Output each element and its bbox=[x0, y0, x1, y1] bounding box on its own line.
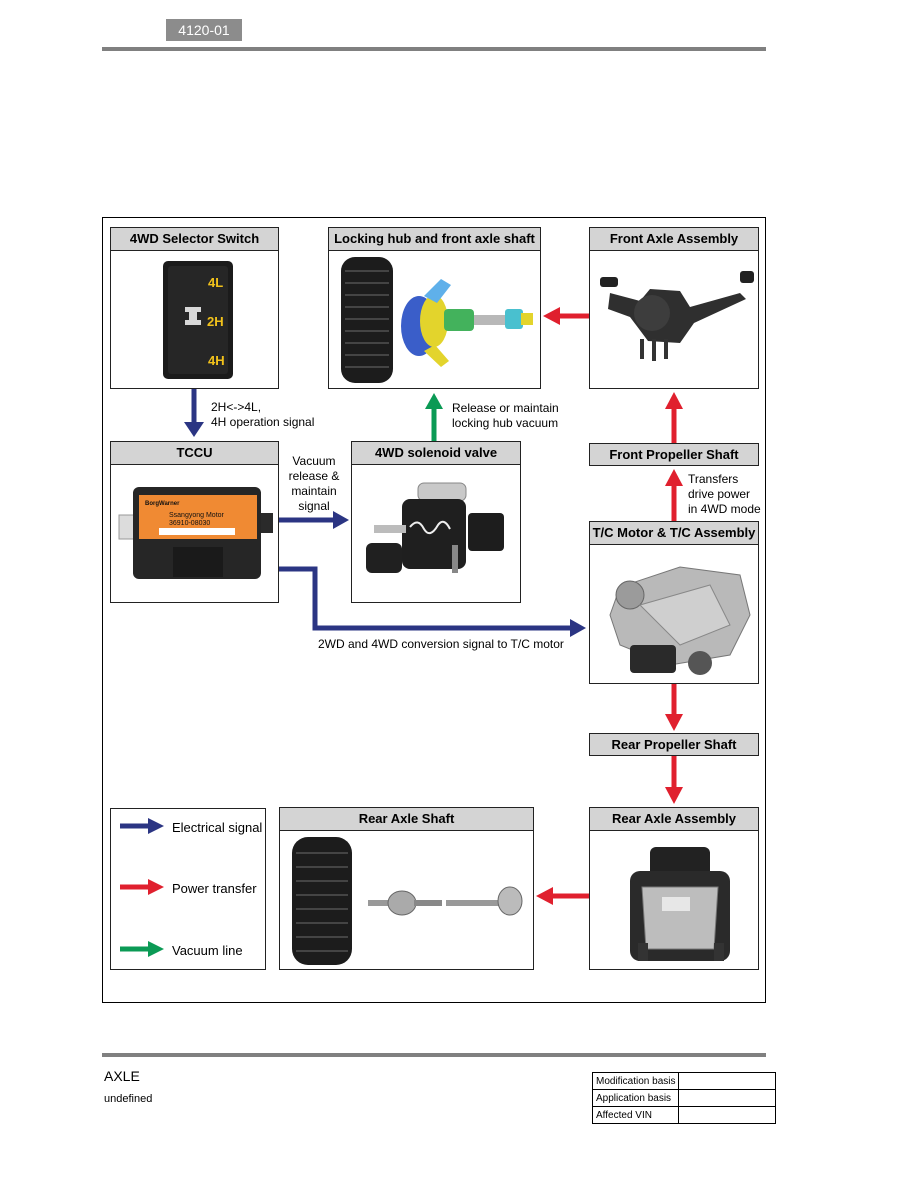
front-axle-image bbox=[600, 271, 754, 361]
arrow-front-axle-to-hub bbox=[543, 307, 589, 325]
arrow-tccu-to-solenoid bbox=[279, 511, 349, 529]
tccu-sticker-line2: 36910-08030 bbox=[169, 520, 210, 527]
rear-axle-image bbox=[630, 847, 730, 961]
switch-label-4h: 4H bbox=[208, 353, 225, 368]
tccu-solenoid-line2: release & bbox=[288, 469, 340, 483]
tccu-solenoid-label: Vacuum release & maintain signal bbox=[286, 454, 342, 514]
footer-title: AXLE bbox=[104, 1068, 140, 1084]
rear-shaft-box: Rear Axle Shaft bbox=[279, 807, 534, 970]
tccu-sticker-line1: Ssangyong Motor bbox=[169, 512, 225, 519]
legend-vacuum-arrow bbox=[120, 941, 164, 957]
transfers-line1: Transfers bbox=[688, 472, 739, 486]
transfers-line3: in 4WD mode bbox=[688, 502, 761, 516]
header-rule bbox=[102, 47, 766, 51]
document-code: 4120-01 bbox=[166, 19, 242, 41]
rear-axle-box: Rear Axle Assembly bbox=[589, 807, 759, 970]
rear-shaft-image bbox=[292, 837, 523, 965]
footer-rule bbox=[102, 1053, 766, 1057]
rear-axle-title: Rear Axle Assembly bbox=[590, 808, 758, 831]
modification-basis-value bbox=[678, 1072, 777, 1090]
table-row: Affected VIN bbox=[591, 1106, 777, 1124]
tccu-box: TCCU BorgWarner Ssangyong Motor 36910-08… bbox=[110, 441, 279, 603]
switch-signal-line2: 4H operation signal bbox=[211, 415, 315, 429]
arrow-front-prop-to-front-axle bbox=[665, 392, 683, 443]
tccu-title: TCCU bbox=[111, 442, 278, 465]
vacuum-line2: locking hub vacuum bbox=[452, 416, 559, 430]
vacuum-label: Release or maintain locking hub vacuum bbox=[452, 401, 559, 431]
arrow-solenoid-to-hub bbox=[425, 393, 443, 441]
conversion-label: 2WD and 4WD conversion signal to T/C mot… bbox=[318, 637, 564, 651]
front-axle-box: Front Axle Assembly bbox=[589, 227, 759, 389]
front-prop-box: Front Propeller Shaft bbox=[589, 443, 759, 466]
table-row: Modification basis bbox=[591, 1072, 777, 1090]
modification-basis-label: Modification basis bbox=[591, 1072, 680, 1090]
legend-power-label: Power transfer bbox=[172, 881, 257, 896]
footer-subtitle: undefined bbox=[104, 1093, 153, 1105]
legend-power-arrow bbox=[120, 879, 164, 895]
tccu-sticker-brand: BorgWarner bbox=[145, 501, 180, 507]
switch-signal-label: 2H<->4L, 4H operation signal bbox=[211, 400, 314, 430]
legend-electrical-arrow bbox=[120, 818, 164, 834]
locking-hub-image bbox=[341, 257, 533, 383]
rear-prop-title: Rear Propeller Shaft bbox=[590, 734, 758, 755]
solenoid-title: 4WD solenoid valve bbox=[352, 442, 520, 465]
tccu-solenoid-line1: Vacuum bbox=[292, 454, 336, 468]
selector-switch-title: 4WD Selector Switch bbox=[111, 228, 278, 251]
locking-hub-title: Locking hub and front axle shaft bbox=[329, 228, 540, 251]
application-basis-value bbox=[678, 1089, 777, 1107]
tccu-solenoid-line3: maintain bbox=[291, 484, 337, 498]
legend-vacuum-label: Vacuum line bbox=[172, 943, 243, 958]
switch-signal-line1: 2H<->4L, bbox=[211, 400, 262, 414]
affected-vin-value bbox=[678, 1106, 777, 1124]
solenoid-image bbox=[366, 482, 504, 573]
selector-switch-box: 4WD Selector Switch 4L 2H 4H bbox=[110, 227, 279, 389]
front-axle-title: Front Axle Assembly bbox=[590, 228, 758, 251]
legend-electrical-label: Electrical signal bbox=[172, 820, 263, 835]
tc-motor-image bbox=[609, 566, 751, 675]
switch-label-2h: 2H bbox=[207, 314, 224, 329]
arrow-rear-prop-to-rear-axle bbox=[665, 756, 683, 804]
rear-shaft-title: Rear Axle Shaft bbox=[280, 808, 533, 831]
arrow-tccu-to-tc-motor bbox=[279, 566, 586, 637]
basis-table: Modification basis Application basis Aff… bbox=[591, 1072, 777, 1124]
application-basis-label: Application basis bbox=[591, 1089, 680, 1107]
locking-hub-box: Locking hub and front axle shaft bbox=[328, 227, 541, 389]
arrow-rear-axle-to-rear-shaft bbox=[536, 887, 589, 905]
arrow-tc-to-front-prop bbox=[665, 469, 683, 521]
arrow-switch-to-tccu bbox=[184, 389, 204, 437]
tc-motor-box: T/C Motor & T/C Assembly bbox=[589, 521, 759, 684]
transfers-line2: drive power bbox=[688, 487, 751, 501]
affected-vin-label: Affected VIN bbox=[591, 1106, 680, 1124]
rear-prop-box: Rear Propeller Shaft bbox=[589, 733, 759, 756]
transfers-label: Transfers drive power in 4WD mode bbox=[688, 472, 761, 517]
arrow-tc-to-rear-prop bbox=[665, 684, 683, 731]
switch-label-4l: 4L bbox=[208, 275, 223, 290]
tc-motor-title: T/C Motor & T/C Assembly bbox=[590, 522, 758, 545]
front-prop-title: Front Propeller Shaft bbox=[590, 444, 758, 465]
tccu-image: BorgWarner Ssangyong Motor 36910-08030 bbox=[118, 487, 273, 579]
selector-switch-image: 4L 2H 4H bbox=[163, 261, 233, 379]
table-row: Application basis bbox=[591, 1089, 777, 1107]
tccu-solenoid-line4: signal bbox=[298, 499, 330, 513]
diagram-frame bbox=[102, 217, 766, 1003]
solenoid-box: 4WD solenoid valve bbox=[351, 441, 521, 603]
vacuum-line1: Release or maintain bbox=[452, 401, 559, 415]
